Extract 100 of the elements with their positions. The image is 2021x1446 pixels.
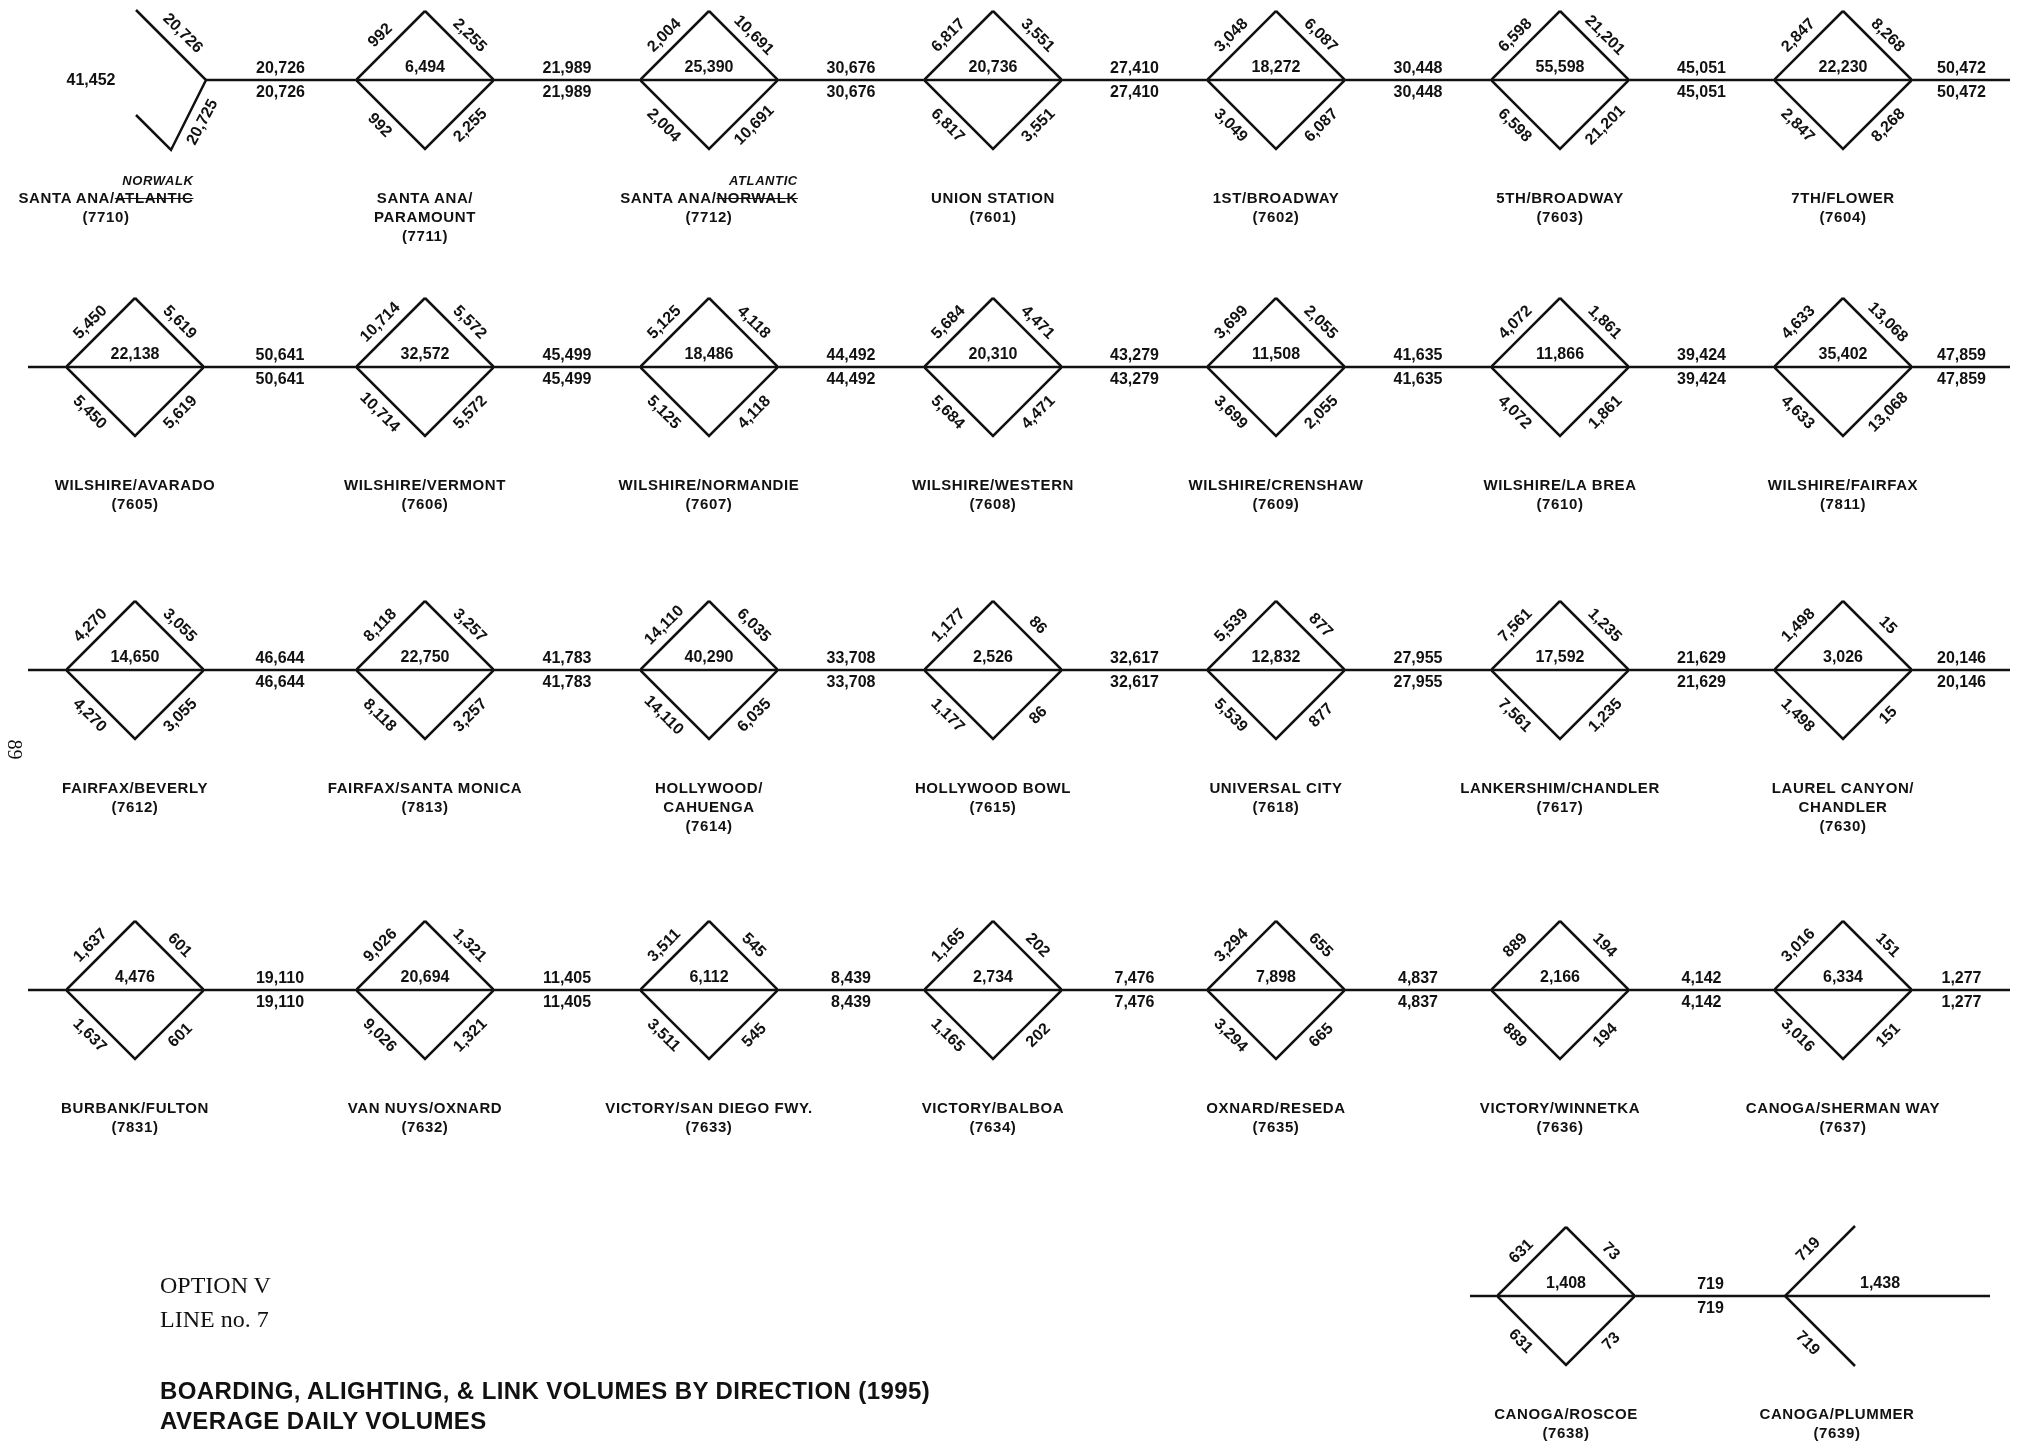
link-volume-label: 41,635 41,635 [1393,345,1443,389]
station-name: CANOGA/PLUMMER [1759,1404,1915,1423]
side-volume-label: 992 [364,109,396,141]
connector-line [495,365,639,369]
station-name: FAIRFAX/BEVERLY [62,778,208,797]
connector-line [779,78,923,82]
boarding-volume-label: 7,898 [1256,968,1296,986]
connector-line [1346,668,1490,672]
boarding-volume-label: 40,290 [684,648,734,666]
station-code: (7604) [1818,207,1868,226]
station-code: (7831) [110,1117,160,1136]
station-code: (7712) [684,207,734,226]
link-volume-label: 20,146 20,146 [1937,648,1986,692]
link-volume-label: 50,641 50,641 [255,345,305,389]
connector-line [28,668,65,672]
station-code: (7601) [968,207,1018,226]
side-volume-label: 601 [164,929,196,961]
line-label: LINE no. 7 [160,1306,269,1333]
side-volume-label: 719 [1792,1327,1824,1359]
boarding-volume-label: 35,402 [1818,345,1868,363]
connector-line [779,988,923,992]
link-volume-label: 41,783 41,783 [542,648,592,692]
connector-line [1346,988,1490,992]
link-volume-label: 45,051 45,051 [1677,58,1726,102]
connector-line [205,668,355,672]
station-name: OXNARD/RESEDA [1206,1098,1346,1117]
station-code: (7632) [400,1117,450,1136]
station-name: WILSHIRE/CRENSHAW [1188,475,1364,494]
boarding-volume-label: 12,832 [1251,648,1301,666]
station-name: BURBANK/FULTON [61,1098,209,1117]
link-volume-label: 8,439 8,439 [831,968,871,1012]
link-volume-label: 32,617 32,617 [1110,648,1159,692]
boarding-volume-label: 11,508 [1251,345,1301,363]
connector-line [1913,365,2010,369]
station-code: (7711) [400,226,450,245]
connector-line [779,668,923,672]
side-volume-label: 202 [1022,929,1054,961]
side-volume-label: 86 [1025,702,1051,728]
connector-line [205,988,355,992]
link-volume-label: 11,405 11,405 [542,968,592,1012]
station-code: (7630) [1818,816,1868,835]
connector-line [1063,78,1206,82]
connector-line [1063,988,1206,992]
boarding-volume-label: 6,112 [689,968,729,986]
connector-line [1346,365,1490,369]
station-code: (7636) [1535,1117,1585,1136]
link-volume-label: 43,279 43,279 [1110,345,1159,389]
connector-line [1470,1294,1496,1298]
side-volume-label: 151 [1872,1019,1904,1051]
connector-line [1913,988,2010,992]
link-volume-label: 45,499 45,499 [542,345,592,389]
side-volume-label: 73 [1598,1238,1624,1264]
link-volume-label: 4,142 4,142 [1681,968,1722,1012]
station-name: WILSHIRE/LA BREA [1483,475,1637,494]
connector-line [495,988,639,992]
station-name: SANTA ANA/ PARAMOUNT [373,188,477,226]
connector-line [1913,668,2010,672]
station-code: (7605) [110,494,160,513]
station-code: (7710) [81,207,131,226]
station-name: LANKERSHIM/CHANDLER [1460,778,1660,797]
link-volume-label: 46,644 46,644 [255,648,305,692]
link-volume-label: 7,476 7,476 [1114,968,1155,1012]
connector-line [205,365,355,369]
station-name: 1ST/BROADWAY [1212,188,1340,207]
station-name: VICTORY/WINNETKA [1479,1098,1641,1117]
boarding-volume-label: 22,138 [110,345,160,363]
link-volume-label: 1,277 1,277 [1941,968,1982,1012]
side-volume-label: 601 [164,1019,196,1051]
station-code: (7617) [1535,797,1585,816]
handwritten-correction: ATLANTIC [729,172,798,190]
connector-line [1063,668,1206,672]
station-name: WILSHIRE/AVARADO [54,475,216,494]
boarding-volume-label: 18,272 [1251,58,1301,76]
side-volume-label: 889 [1499,929,1531,961]
station-code: (7813) [400,797,450,816]
side-volume-label: 877 [1305,699,1337,731]
station-name: HOLLYWOOD/ CAHUENGA [654,778,764,816]
side-volume-label: 194 [1589,929,1621,961]
side-volume-label: 545 [738,1019,770,1051]
connector-line [28,988,65,992]
station-name: HOLLYWOOD BOWL [914,778,1072,797]
option-label: OPTION V [160,1272,271,1299]
struck-station-name: ATLANTIC [114,189,194,206]
side-volume-label: 202 [1022,1019,1054,1051]
station-code: (7606) [400,494,450,513]
station-code: (7610) [1535,494,1585,513]
boarding-volume-label: 1,408 [1546,1274,1586,1292]
boarding-volume-label: 17,592 [1535,648,1585,666]
boarding-volume-label: 18,486 [684,345,734,363]
link-volume-label: 19,110 19,110 [255,968,305,1012]
link-volume-label: 719 719 [1697,1274,1724,1318]
station-code: (7618) [1251,797,1301,816]
link-volume-label: 50,472 50,472 [1937,58,1986,102]
station-name: WILSHIRE/VERMONT [343,475,507,494]
boarding-volume-label: 1,438 [1860,1274,1901,1292]
diagram-title: BOARDING, ALIGHTING, & LINK VOLUMES BY DIRECTION (1995) AVERAGE DAILY VOLUMES [160,1376,932,1436]
connector-line [495,78,639,82]
connector-line [779,365,923,369]
station-name: WILSHIRE/WESTERN [911,475,1075,494]
station-code: (7612) [110,797,160,816]
